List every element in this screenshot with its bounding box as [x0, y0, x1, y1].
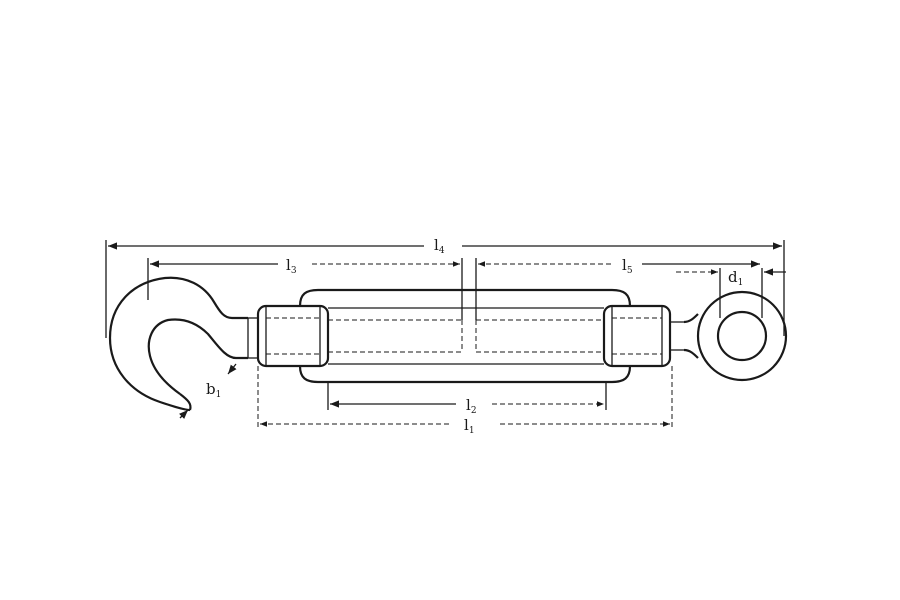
- hook-end: [108, 276, 258, 412]
- eye-end: [670, 290, 788, 382]
- label-b1: b1: [206, 380, 221, 400]
- label-l3: l3: [286, 256, 297, 276]
- label-l2: l2: [466, 396, 477, 416]
- label-l1: l1: [464, 416, 475, 436]
- label-d1: d1: [728, 268, 743, 288]
- dimension-lines: [105, 240, 786, 428]
- label-l5: l5: [622, 256, 633, 276]
- label-l4: l4: [434, 236, 445, 256]
- turnbuckle-body: [298, 288, 632, 384]
- right-nut: [602, 304, 672, 368]
- left-nut: [256, 304, 330, 368]
